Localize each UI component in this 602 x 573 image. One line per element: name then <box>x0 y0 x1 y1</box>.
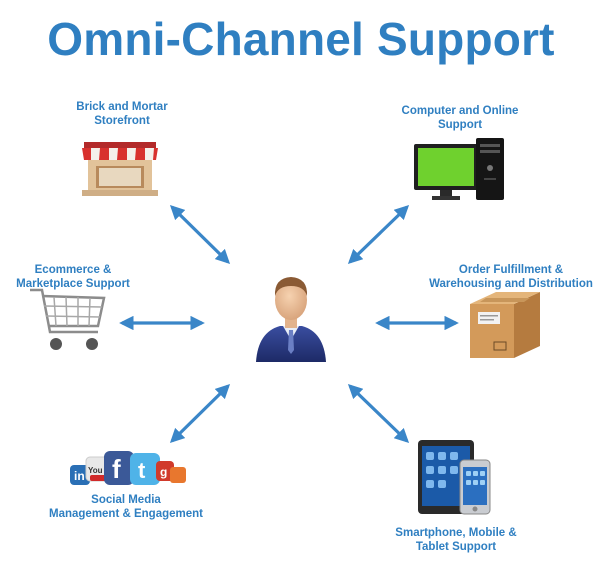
computer-online-label-line1: Computer and Online <box>401 105 519 117</box>
shopping-cart-icon <box>30 288 106 350</box>
storefront-icon <box>82 142 158 196</box>
brick-mortar-label-line1: Brick and Mortar <box>76 101 168 113</box>
ecommerce-label-line2: Marketplace Support <box>16 278 130 290</box>
cardboard-box-icon <box>470 292 540 358</box>
ecommerce-label: Ecommerce & Marketplace Support <box>14 263 132 291</box>
svg-text:g: g <box>160 465 167 479</box>
brick-mortar-label: Brick and Mortar Storefront <box>62 100 182 128</box>
order-fulfillment-label-line1: Order Fulfillment & <box>458 264 564 276</box>
smartphone-tablet-label-line1: Smartphone, Mobile & <box>395 527 517 539</box>
social-media-icon: in You f t g <box>70 451 186 485</box>
brick-mortar-label-line2: Storefront <box>94 115 150 127</box>
arrow-social <box>169 383 231 444</box>
social-media-label: Social Media Management & Engagement <box>46 493 206 521</box>
smartphone-tablet-label-line2: Tablet Support <box>415 541 497 553</box>
svg-text:You: You <box>88 466 103 475</box>
computer-online-label: Computer and Online Support <box>395 104 525 132</box>
arrow-mobile <box>347 384 410 443</box>
order-fulfillment-label-line2: Warehousing and Distribution <box>429 278 593 290</box>
svg-text:in: in <box>74 469 85 483</box>
computer-icon <box>414 138 504 200</box>
arrow-brick <box>169 204 231 265</box>
person-icon <box>256 277 326 362</box>
social-media-label-line1: Social Media <box>91 494 161 506</box>
social-media-label-line2: Management & Engagement <box>49 508 203 520</box>
svg-text:f: f <box>112 454 121 484</box>
page-title: Omni-Channel Support <box>47 13 555 65</box>
ecommerce-label-line1: Ecommerce & <box>34 264 112 276</box>
computer-online-label-line2: Support <box>437 119 483 131</box>
order-fulfillment-label: Order Fulfillment & Warehousing and Dist… <box>426 263 596 291</box>
tablet-phone-icon <box>418 440 491 515</box>
arrow-computer <box>347 205 410 264</box>
smartphone-tablet-label: Smartphone, Mobile & Tablet Support <box>386 526 526 554</box>
svg-text:t: t <box>138 458 146 483</box>
